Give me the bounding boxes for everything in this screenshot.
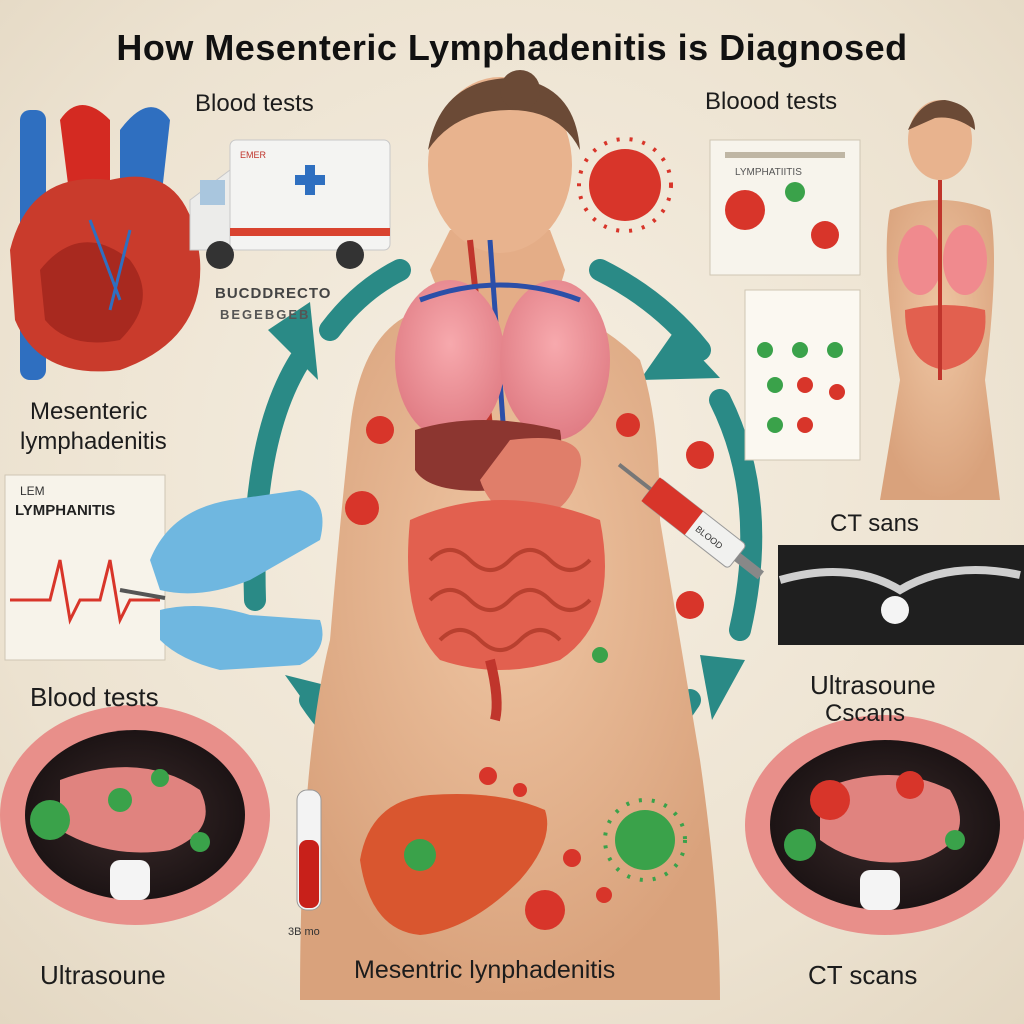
label-blood-tests-mid-left: Blood tests bbox=[30, 682, 159, 712]
liver-icon bbox=[360, 794, 548, 935]
ambulance-caption-line2: BEGEBGEB bbox=[220, 307, 311, 322]
virus-icon bbox=[513, 783, 527, 797]
gloved-hand-icon bbox=[119, 490, 323, 670]
label-ct-scans-bottom: CT scans bbox=[808, 960, 918, 990]
arrow-right bbox=[709, 389, 763, 641]
test-tube-icon: 3B mo bbox=[288, 789, 322, 938]
virus-icon bbox=[563, 849, 581, 867]
label-ultrasoune-scans-line1: Ultrasoune bbox=[810, 670, 936, 700]
virus-icon bbox=[676, 591, 704, 619]
label-ct-sans: CT sans bbox=[830, 510, 919, 537]
lab-sheet-title: LYMPHATIITIS bbox=[735, 167, 802, 178]
lab-report-icon: LYMPHATIITIS bbox=[709, 139, 861, 461]
virus-icon bbox=[345, 491, 379, 525]
arrow-top-left bbox=[319, 259, 411, 341]
woman-anatomy-small bbox=[880, 100, 1000, 500]
ambulance-icon: EMER bbox=[189, 139, 391, 269]
label-blood-tests-top-left: Blood tests bbox=[195, 90, 314, 117]
label-mesentric-bottom: Mesentric lynphadenitis bbox=[354, 956, 616, 984]
virus-icon bbox=[686, 441, 714, 469]
syringe-icon: BLOOD bbox=[617, 463, 764, 580]
syringe-label: 3B mo bbox=[288, 926, 320, 938]
arrow-top-right bbox=[589, 259, 711, 361]
virus-icon bbox=[596, 887, 612, 903]
label-blood-tests-top-right: Bloood tests bbox=[705, 88, 838, 115]
virus-icon bbox=[592, 647, 608, 663]
virus-icon bbox=[577, 137, 673, 233]
ecg-card: LEM LYMPHANITIS bbox=[4, 474, 166, 661]
label-ultrasoune-bottom: Ultrasoune bbox=[40, 960, 166, 990]
ct-scan-icon bbox=[778, 545, 1024, 645]
page-title: How Mesenteric Lymphadenitis is Diagnose… bbox=[116, 27, 908, 68]
ultrasound-image-icon bbox=[0, 705, 270, 925]
virus-icon bbox=[479, 767, 497, 785]
heart-icon bbox=[10, 105, 201, 380]
virus-icon bbox=[525, 890, 565, 930]
virus-icons bbox=[345, 137, 714, 930]
ambulance-caption-line1: BUCDDRECTO bbox=[215, 285, 332, 302]
label-mesenteric-left-line1: Mesenteric bbox=[30, 398, 148, 425]
label-mesenteric-left-line2: lymphadenitis bbox=[20, 428, 167, 455]
virus-icon bbox=[366, 416, 394, 444]
ecg-card-small-text: LEM bbox=[20, 484, 45, 498]
virus-icon bbox=[616, 413, 640, 437]
ecg-card-title: LYMPHANITIS bbox=[15, 502, 115, 519]
ambulance-sign-text: EMER bbox=[240, 150, 267, 160]
label-ultrasoune-scans-line2: Cscans bbox=[825, 700, 906, 727]
ct-scan-bottom-icon bbox=[745, 715, 1024, 935]
virus-icon bbox=[603, 798, 687, 882]
